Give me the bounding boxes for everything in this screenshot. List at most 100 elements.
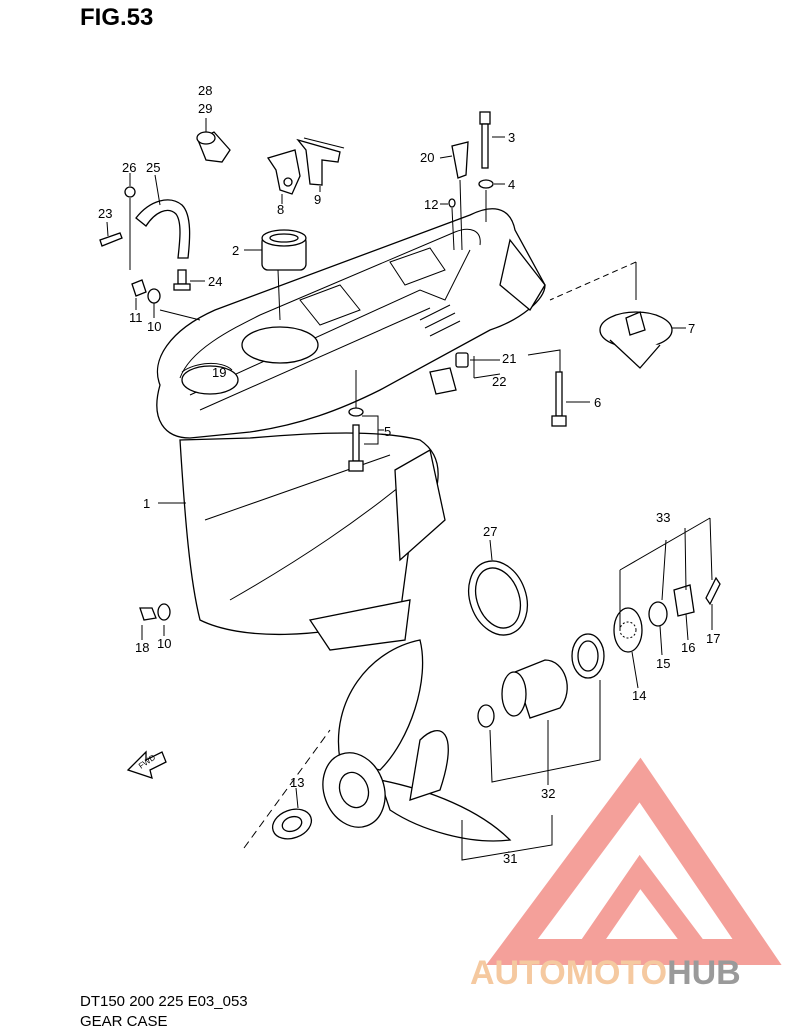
callout-15: 15 (656, 656, 670, 671)
part-propeller-31 (322, 639, 512, 842)
leader-16 (685, 613, 689, 641)
leader-13-dash (243, 729, 331, 849)
callout-3: 3 (508, 130, 515, 145)
spacer-32-ring (571, 633, 605, 679)
part-anode-7 (549, 261, 673, 369)
water-passage-bore (181, 365, 239, 395)
nut-13-body (271, 808, 313, 840)
bolt-5-head (348, 460, 364, 472)
callout-18: 18 (135, 640, 149, 655)
part-seal-27 (468, 560, 528, 636)
deck-rib-2 (199, 307, 431, 411)
leader-15 (659, 625, 663, 656)
washer-10-upper (147, 288, 161, 304)
part-nipple-24 (173, 269, 191, 291)
part-bolt-5 (348, 370, 364, 472)
rear-fin (499, 238, 546, 311)
screw-11-body (131, 279, 147, 297)
callout-27: 27 (483, 524, 497, 539)
callout-5: 5 (384, 424, 391, 439)
part-fitting-28-29 (196, 118, 231, 163)
leader-25 (154, 174, 161, 206)
part-19 (181, 363, 233, 373)
bearing-bore (269, 233, 299, 243)
part-12 (448, 198, 456, 251)
callout-31: 31 (503, 851, 517, 866)
fitting-cap (196, 131, 216, 145)
deck-pocket-2 (389, 247, 446, 286)
callout-25: 25 (146, 160, 160, 175)
part-bracket-9 (296, 137, 345, 186)
leader-32 (489, 680, 601, 785)
callout-4: 4 (508, 177, 515, 192)
leader-5 (362, 415, 384, 445)
bearing-leader (277, 269, 281, 321)
block-22-body (429, 367, 457, 395)
bolt-3-head (479, 111, 491, 125)
part-cotter-17 (705, 576, 721, 606)
callout-2: 2 (232, 243, 239, 258)
callout-17: 17 (706, 631, 720, 646)
spacer-32-face (501, 671, 527, 717)
part-bolt-3 (478, 111, 494, 222)
bolt-6-head (551, 415, 567, 427)
watermark-text-primary: AUTOMOTOHUB (470, 954, 741, 992)
watermark-logo: AUTOMOTOHUB (470, 757, 782, 992)
callout-13: 13 (290, 775, 304, 790)
part-block-22 (429, 367, 457, 395)
nut-13-bore (281, 815, 303, 833)
propeller-hub-bore (338, 771, 370, 809)
propeller-blade-upper (337, 639, 424, 771)
bracket-8-body (266, 149, 301, 195)
part-pin-20 (451, 141, 469, 251)
driveshaft-bore (241, 326, 319, 364)
part-bearing (261, 229, 307, 321)
part-hose-25 (135, 199, 191, 259)
callout-26: 26 (122, 160, 136, 175)
leader-27 (489, 539, 493, 561)
callout-9: 9 (314, 192, 321, 207)
nut-16-body (673, 584, 695, 617)
watermark-text-part2: HUB (667, 954, 741, 992)
bracket-8-hole (283, 177, 293, 187)
nut-18-body (139, 607, 157, 621)
deck-vents (419, 304, 461, 337)
pin-20-body (451, 141, 469, 179)
anode-7-lower (609, 339, 661, 369)
part-clamp-26 (124, 186, 136, 270)
deck-inner-edge (179, 228, 481, 379)
fwd-arrow-shape (126, 750, 167, 779)
part-nut-13 (271, 808, 313, 840)
callout-10-upper: 10 (147, 319, 161, 334)
bearing-top (261, 229, 307, 247)
callout-6: 6 (594, 395, 601, 410)
anode-7-tab (625, 311, 646, 336)
callout-11: 11 (129, 310, 143, 325)
callout-16: 16 (681, 640, 695, 655)
part-bracket-8 (266, 149, 301, 195)
spacer-32-ring-inner (577, 640, 599, 672)
callout-20: 20 (420, 150, 434, 165)
watermark-text-part1: AUTOMOTO (470, 954, 667, 992)
nipple-24-hex (173, 283, 191, 291)
leader-21-22 (470, 356, 501, 379)
washer-14-body (613, 607, 643, 653)
callout-33: 33 (656, 510, 670, 525)
leader-lines (106, 136, 713, 861)
leader-31 (461, 815, 553, 861)
bolt-3-shank (481, 123, 489, 169)
skeg-bracket (394, 448, 446, 562)
part-12-leader (451, 207, 455, 251)
part-bolt-6 (551, 371, 567, 427)
skeg (308, 599, 411, 651)
part-nut-16 (673, 584, 695, 617)
cotter-17-body (705, 576, 721, 606)
callout-8: 8 (277, 202, 284, 217)
leader-6 (527, 349, 590, 403)
washer-4 (478, 179, 494, 189)
bolt-5-shank (352, 424, 360, 462)
screw-11-leader (159, 309, 201, 321)
washer-15-body (648, 601, 668, 627)
nipple-24-body (177, 269, 187, 285)
